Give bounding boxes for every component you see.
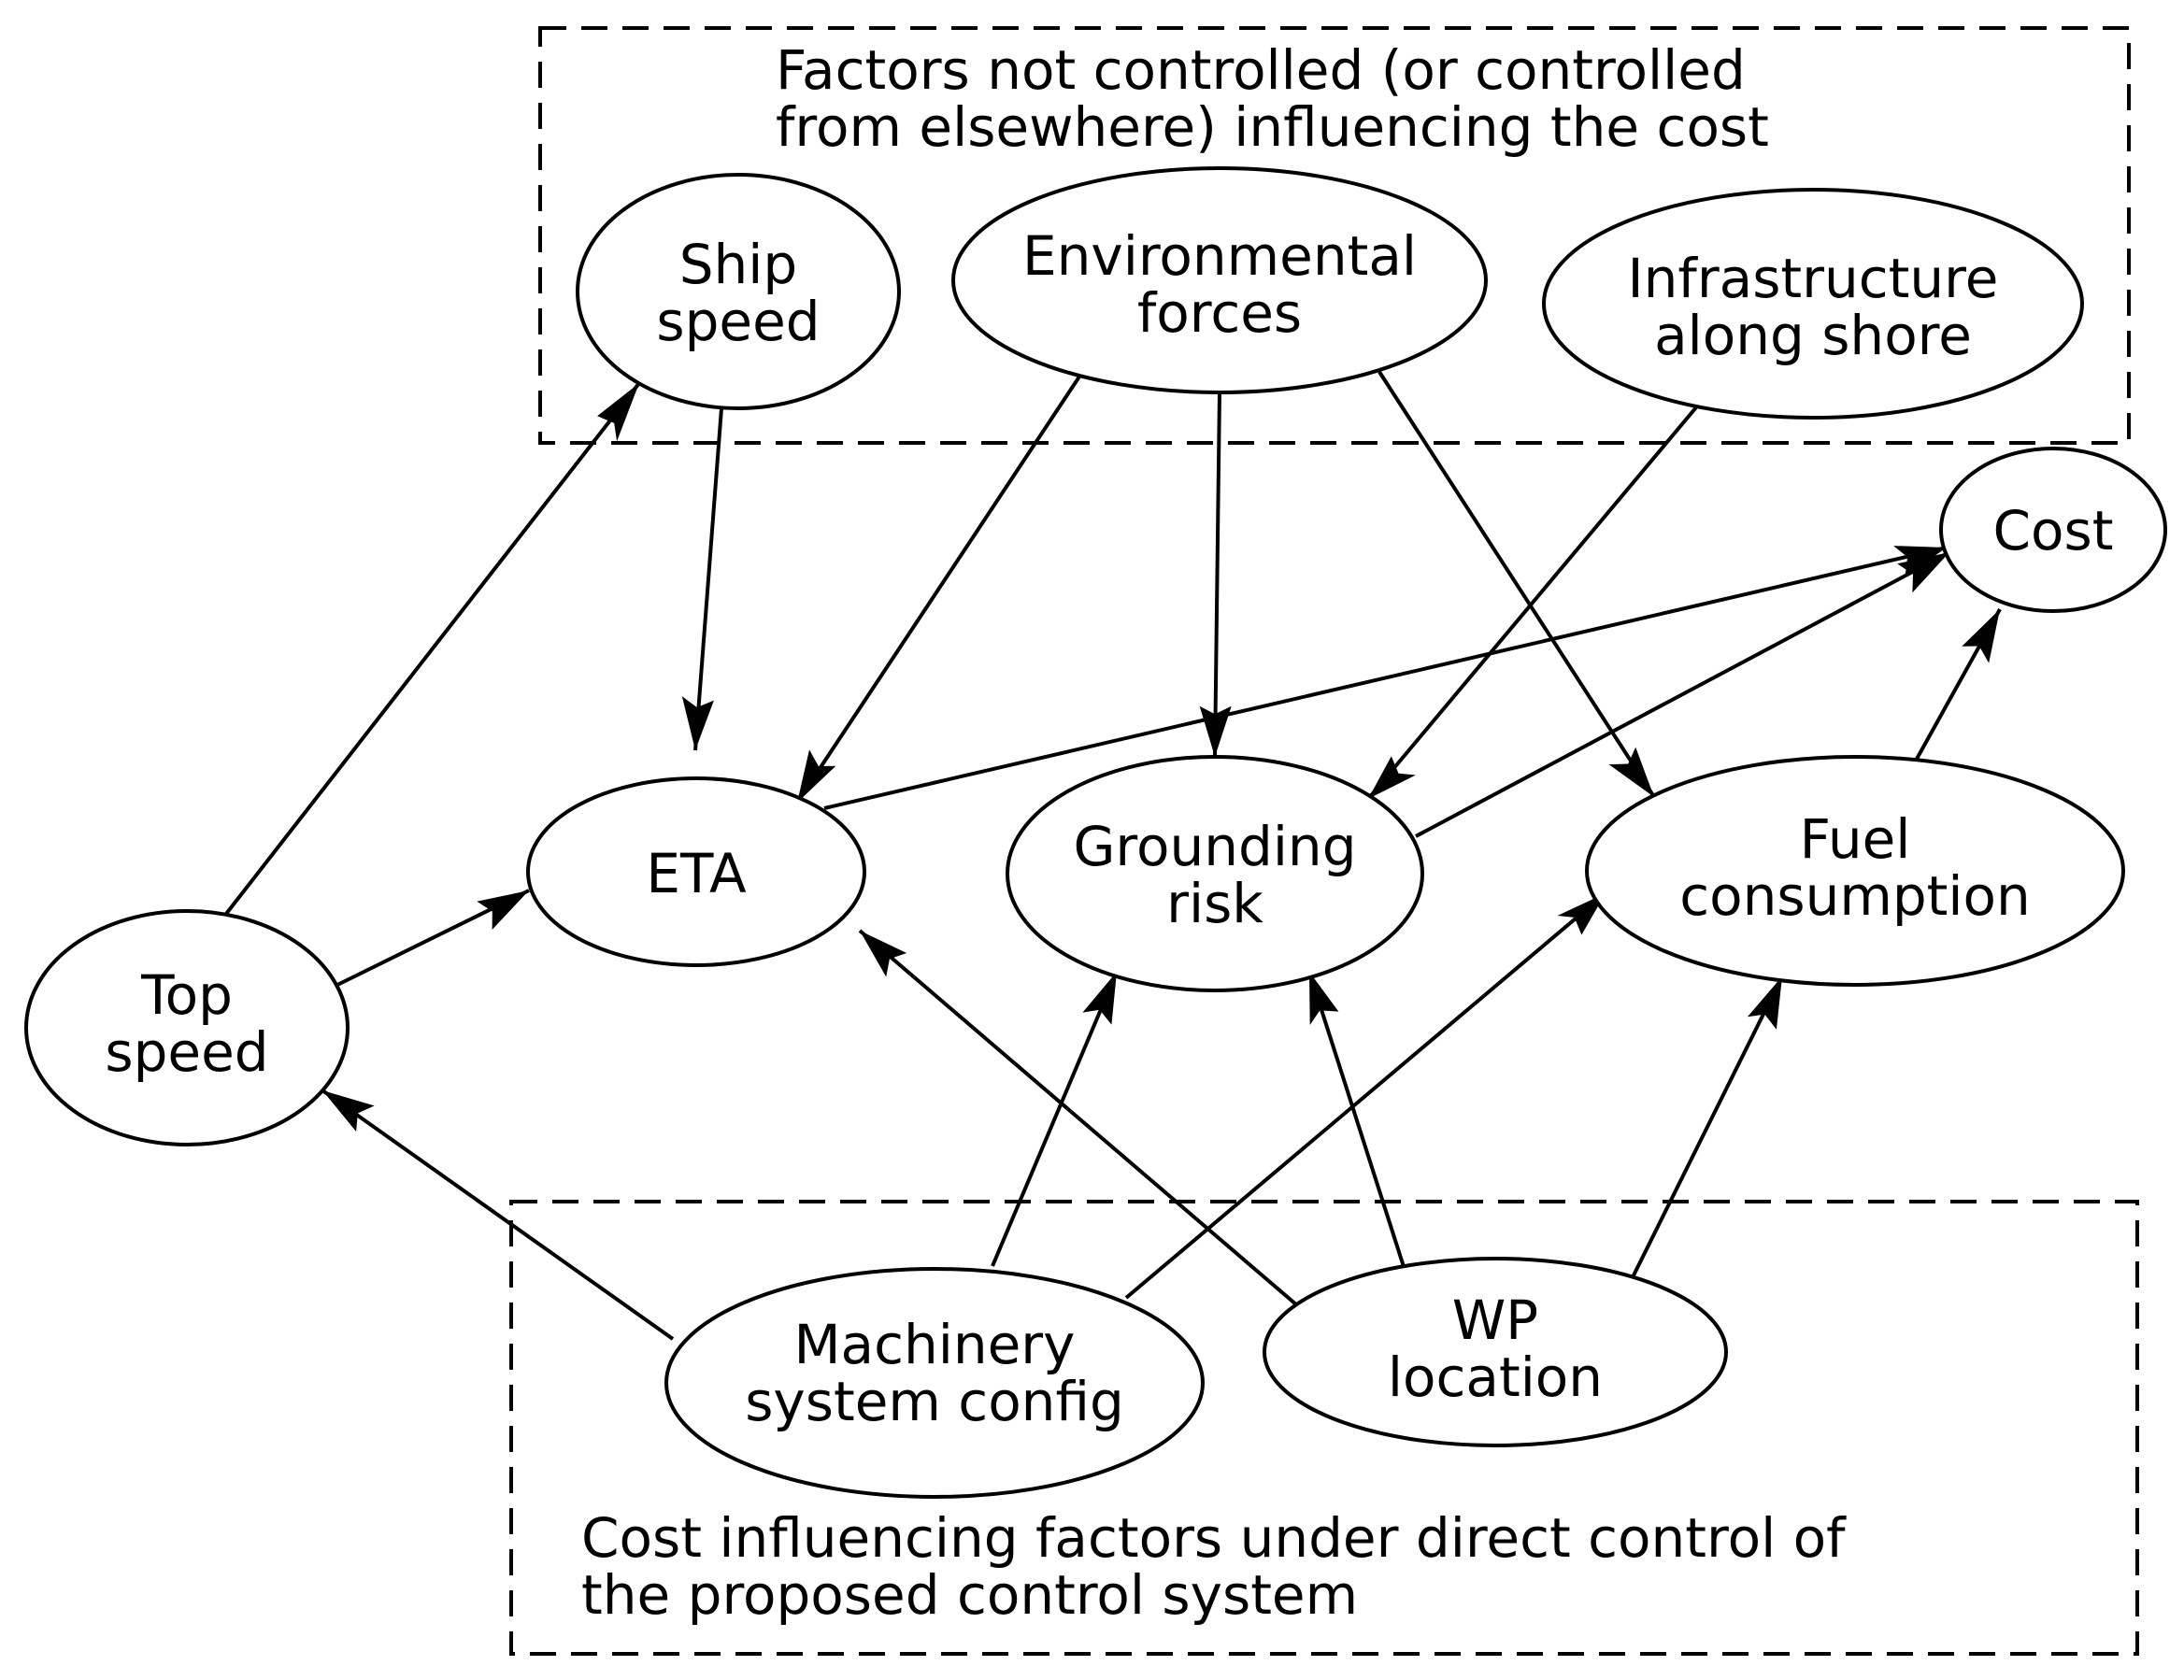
infrastructure-label-line1: Infrastructure [1628, 247, 1999, 310]
ship-speed-label-line2: speed [656, 290, 820, 353]
arrowhead-grounding-from-wp [1309, 972, 1339, 1025]
top-speed-label-line1: Top [140, 963, 233, 1027]
node-top-speed: Top speed [24, 909, 350, 1146]
cost-label: Cost [1993, 499, 2114, 562]
node-eta: ETA [526, 776, 866, 967]
edges-layer [218, 370, 2002, 1341]
fuel-consumption-ellipse [1585, 755, 2125, 987]
infrastructure-label-line2: along shore [1654, 304, 1972, 367]
arrowhead-fuel-from-wp [1747, 976, 1782, 1030]
node-infrastructure: Infrastructure along shore [1542, 188, 2084, 420]
node-environmental-forces: Environmental forces [951, 166, 1488, 394]
arrowhead-top-speed-from-machinery [322, 1090, 375, 1132]
environmental-forces-ellipse [951, 166, 1488, 394]
grounding-risk-ellipse [1006, 755, 1424, 992]
edge-machinery-to-fuel [1124, 891, 1607, 1300]
ship-speed-label-line1: Ship [679, 233, 798, 296]
edge-env-forces-to-fuel [1377, 370, 1656, 799]
edge-infra-to-grounding [1366, 406, 1698, 801]
node-fuel-consumption: Fuel consumption [1585, 755, 2125, 987]
arrowheads-layer [322, 383, 2000, 1132]
arrowhead-grounding-from-infra [1368, 756, 1416, 799]
controlled-factors-caption-line2: the proposed control system [581, 1563, 1358, 1627]
edge-wp-to-grounding [1307, 971, 1408, 1276]
arrowhead-eta-from-top-speed [477, 890, 529, 930]
eta-ellipse [526, 776, 866, 967]
ship-speed-ellipse [576, 173, 901, 410]
eta-label: ETA [646, 842, 747, 905]
arrowhead-eta-from-ship-speed [681, 696, 714, 750]
edge-env-forces-to-grounding [1213, 392, 1221, 758]
uncontrolled-factors-box [538, 26, 2131, 445]
edge-ship-speed-to-eta [693, 407, 723, 751]
edge-wp-to-eta [858, 929, 1299, 1307]
node-machinery-system-config: Machinery system config [664, 1267, 1205, 1499]
machinery-system-config-label-line1: Machinery [794, 1313, 1076, 1376]
edge-machinery-to-grounding [991, 971, 1119, 1267]
wp-location-label-line1: WP [1452, 1288, 1538, 1352]
wp-location-label-line2: location [1388, 1345, 1603, 1409]
controlled-factors-caption-line1: Cost influencing factors under direct co… [581, 1506, 1847, 1570]
node-cost: Cost [1939, 447, 2167, 613]
wp-location-ellipse [1263, 1257, 1728, 1447]
arrowhead-grounding-from-machinery [1082, 972, 1117, 1025]
arrowhead-cost-from-grounding [1897, 552, 1949, 593]
arrowhead-fuel-from-env [1608, 747, 1654, 797]
node-grounding-risk: Grounding risk [1006, 755, 1424, 992]
edge-grounding-to-cost [1415, 550, 1950, 838]
arrowhead-fuel-from-machinery [1557, 893, 1606, 935]
node-wp-location: WP location [1263, 1257, 1728, 1447]
edge-top-speed-to-ship-speed [218, 381, 641, 924]
edge-eta-to-cost [823, 546, 1948, 810]
top-speed-label-line2: speed [105, 1020, 268, 1084]
grounding-risk-label-line1: Grounding [1073, 815, 1356, 878]
cost-ellipse [1939, 447, 2167, 613]
top-speed-ellipse [24, 909, 350, 1146]
arrowhead-ship-speed [597, 383, 639, 442]
fuel-consumption-label-line1: Fuel [1800, 807, 1911, 871]
fuel-consumption-label-line2: consumption [1679, 864, 2031, 928]
grounding-risk-label-line2: risk [1166, 872, 1263, 935]
arrowhead-grounding-from-env [1199, 705, 1232, 757]
machinery-system-config-label-line2: system config [745, 1370, 1124, 1433]
arrowhead-eta-from-env [797, 749, 836, 803]
arrowhead-cost-from-fuel [1962, 609, 2000, 663]
arrowhead-eta-from-wp [860, 931, 907, 977]
machinery-system-config-ellipse [664, 1267, 1205, 1499]
node-ship-speed: Ship speed [576, 173, 901, 410]
uncontrolled-factors-caption-line1: Factors not controlled (or controlled [776, 38, 1746, 102]
uncontrolled-factors-caption-line2: from elsewhere) influencing the cost [776, 95, 1769, 159]
edge-wp-to-fuel [1629, 975, 1784, 1282]
edge-env-forces-to-eta [795, 375, 1081, 804]
edge-machinery-to-top-speed [321, 1089, 675, 1341]
infrastructure-ellipse [1542, 188, 2084, 420]
controlled-factors-box [509, 1200, 2139, 1656]
environmental-forces-label-line2: forces [1137, 281, 1302, 345]
environmental-forces-label-line1: Environmental [1022, 224, 1417, 288]
